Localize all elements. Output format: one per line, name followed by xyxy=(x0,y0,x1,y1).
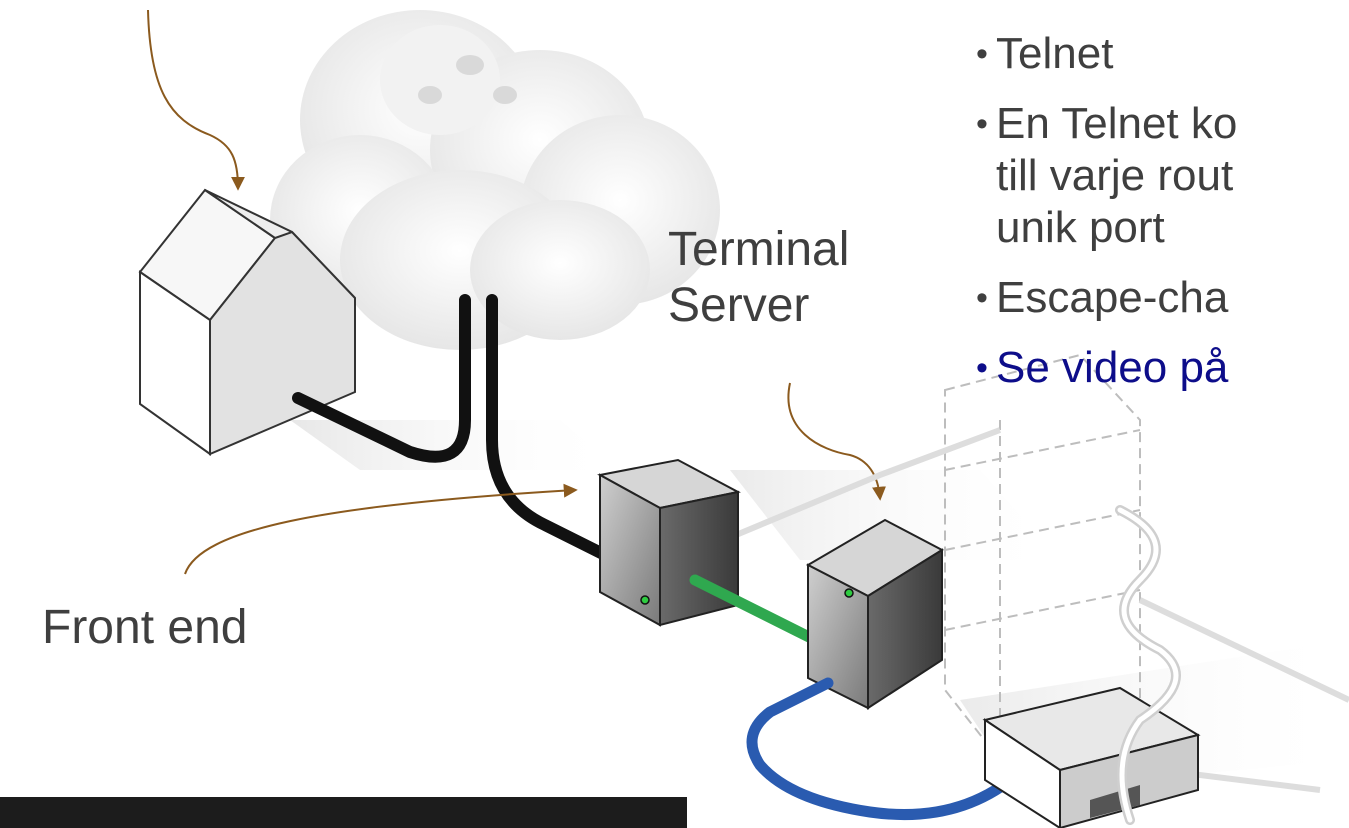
video-link[interactable]: Se video på xyxy=(996,343,1229,392)
bullet-item: • En Telnet ko till varje rout unik port xyxy=(976,98,1349,254)
bullet-dot-icon: • xyxy=(976,279,988,317)
cable-black xyxy=(292,294,611,561)
terminal-server-label-line2: Server xyxy=(668,279,810,332)
bullet-list: • Telnet • En Telnet ko till varje rout … xyxy=(976,28,1349,412)
terminal-server-label-line1: Terminal xyxy=(668,223,850,276)
server-icon xyxy=(597,458,741,627)
video-link-item[interactable]: • Se video på xyxy=(976,342,1349,394)
bullet-dot-icon: • xyxy=(976,105,988,143)
bullet-text: till varje rout xyxy=(996,151,1234,200)
arrow-to-house xyxy=(147,9,245,191)
bullet-text: unik port xyxy=(996,203,1165,252)
bullet-dot-icon: • xyxy=(976,349,988,387)
cloud-icon xyxy=(270,10,720,350)
router-rack-icon xyxy=(944,353,1141,762)
bullet-text: Telnet xyxy=(996,29,1114,78)
terminal-server-label: Terminal Server xyxy=(668,222,849,334)
footer-bar xyxy=(0,797,687,828)
console-cable-highlight xyxy=(1117,507,1179,823)
bullet-dot-icon: • xyxy=(976,35,988,73)
cable-blue xyxy=(746,677,1026,820)
terminal-server-icon xyxy=(805,518,945,710)
bullet-item: • Telnet xyxy=(976,28,1349,80)
front-end-label: Front end xyxy=(42,601,248,654)
router-device-icon xyxy=(982,686,1201,828)
bullet-text: En Telnet ko xyxy=(996,99,1238,148)
bullet-item: • Escape-cha xyxy=(976,272,1349,324)
house-icon xyxy=(138,188,356,456)
bullet-text: Escape-cha xyxy=(996,273,1229,322)
cable-green xyxy=(689,574,821,646)
arrow-to-front-end xyxy=(184,483,578,575)
